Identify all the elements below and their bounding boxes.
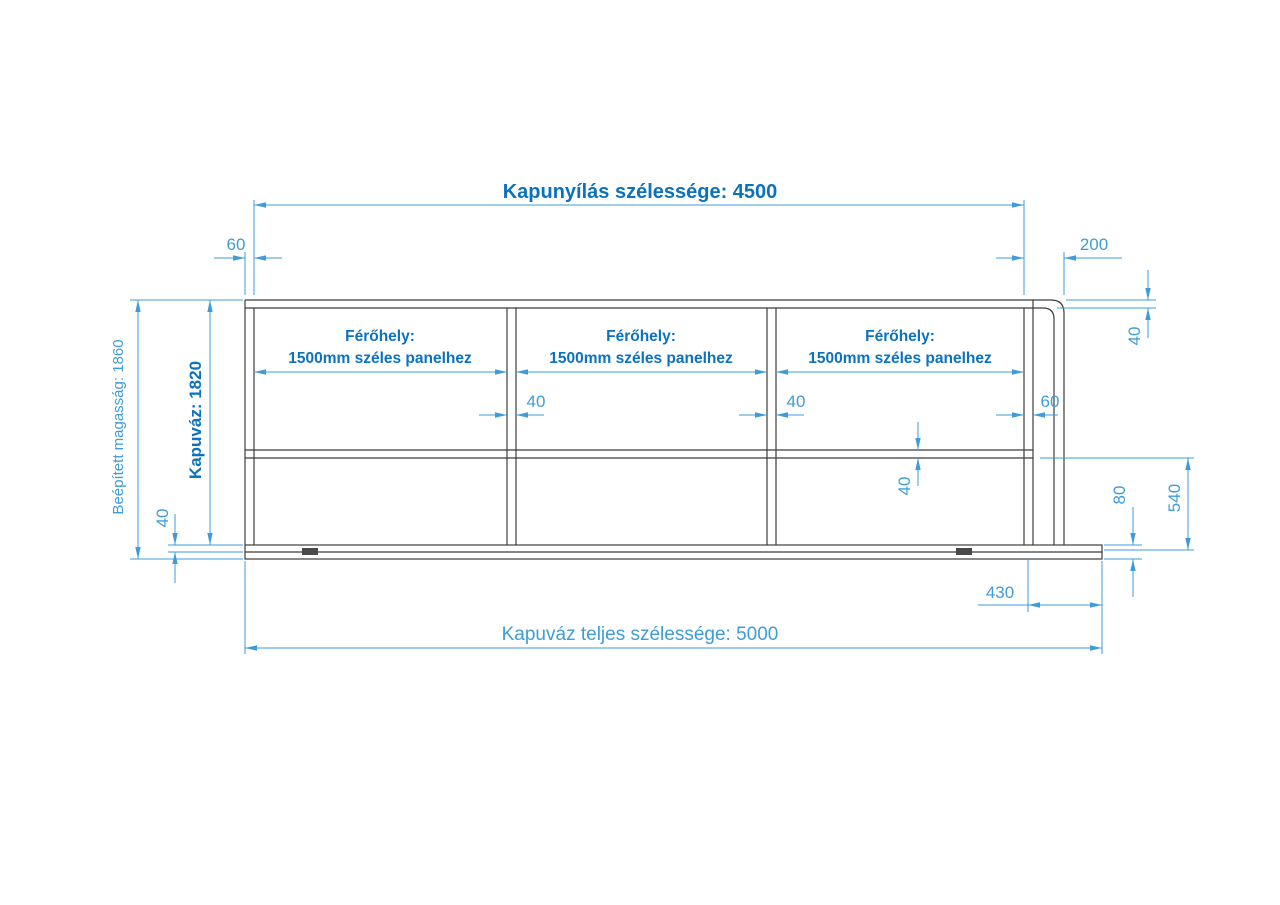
panel-2-label-line2: 1500mm széles panelhez: [549, 350, 733, 367]
anchor-bracket-right: [956, 548, 972, 555]
dim-mullion1-width: 40: [527, 392, 546, 411]
panel-1-label-line1: Férőhely:: [345, 328, 415, 345]
total-width-label: Kapuváz teljes szélessége: 5000: [502, 624, 779, 645]
sill-brackets: [302, 548, 972, 555]
top-rail-inner: [245, 307, 1055, 545]
gate-frame-outline: [244, 299, 1103, 560]
dimension-lines: [135, 202, 1191, 651]
panel-1-label-line2: 1500mm széles panelhez: [288, 350, 472, 367]
panel-3-label-line1: Férőhely:: [865, 328, 935, 345]
dim-top-rail-thickness: 40: [1125, 327, 1144, 346]
dimension-extension-lines: [130, 200, 1194, 654]
dim-mid-rail-thickness: 40: [895, 477, 914, 496]
opening-width-label: Kapunyílás szélessége: 4500: [503, 181, 778, 203]
top-rail-outer: [245, 299, 1065, 545]
dim-left-stile-width: 60: [227, 235, 246, 254]
dim-sill-total-height: 80: [1110, 486, 1129, 505]
dim-lower-section-height: 540: [1165, 484, 1184, 512]
dim-sill-front-height: 40: [153, 509, 172, 528]
anchor-bracket-left: [302, 548, 318, 555]
dim-right-side-offset: 200: [1080, 235, 1108, 254]
built-in-height-label: Beépített magasság: 1860: [110, 339, 127, 514]
dim-mullion2-width: 40: [787, 392, 806, 411]
frame-height-label: Kapuváz: 1820: [186, 361, 205, 479]
panel-3-label-line2: 1500mm széles panelhez: [808, 350, 992, 367]
panel-2-label-line1: Férőhely:: [606, 328, 676, 345]
dim-right-stile-width: 60: [1041, 392, 1060, 411]
dimension-labels: Kapunyílás szélessége: 4500 60 200 40 Fé…: [110, 181, 1184, 645]
dim-sill-right-overhang: 430: [986, 583, 1014, 602]
